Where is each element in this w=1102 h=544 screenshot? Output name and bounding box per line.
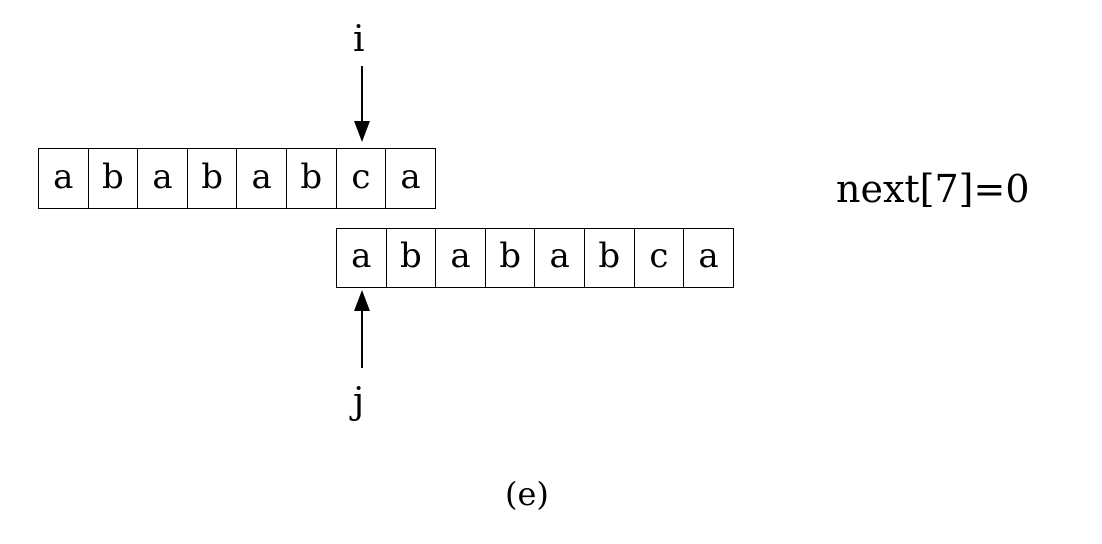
pattern-row: a b a b a b c a — [336, 228, 734, 288]
text-cell: a — [386, 149, 436, 208]
pattern-cell: b — [387, 229, 437, 287]
text-string-row: a b a b a b c a — [38, 148, 436, 209]
text-cell: b — [188, 149, 238, 208]
text-cell: a — [237, 149, 287, 208]
pattern-cell: a — [337, 229, 387, 287]
pointer-j-arrow — [354, 290, 370, 368]
pattern-cell: a — [684, 229, 734, 287]
pointer-i-label: i — [353, 19, 365, 60]
pointer-j-label: j — [353, 381, 365, 422]
pattern-cell: a — [535, 229, 585, 287]
pattern-cell: b — [585, 229, 635, 287]
pointer-i-arrow — [354, 66, 370, 142]
figure-caption: (e) — [505, 475, 549, 513]
pattern-cell: a — [436, 229, 486, 287]
pattern-cell: c — [635, 229, 685, 287]
next-formula: next[7]=0 — [836, 167, 1030, 211]
text-cell: a — [39, 149, 89, 208]
text-cell: a — [138, 149, 188, 208]
text-cell: c — [337, 149, 387, 208]
pattern-cell: b — [486, 229, 536, 287]
text-cell: b — [287, 149, 337, 208]
text-cell: b — [89, 149, 139, 208]
